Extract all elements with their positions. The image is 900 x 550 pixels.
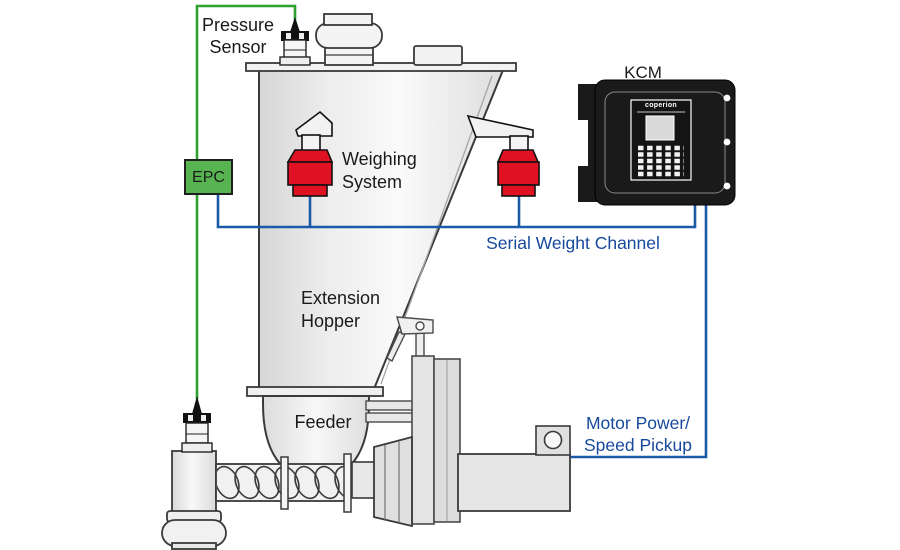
motor-power-label-line2: Speed Pickup bbox=[584, 435, 692, 455]
epc-label: EPC bbox=[192, 169, 225, 186]
pressure-sensor-label-line1: Pressure bbox=[201, 15, 275, 35]
drive-column-rod bbox=[415, 332, 425, 359]
weighing-system-label: Weighing System bbox=[342, 148, 417, 194]
kcm-screw bbox=[723, 138, 731, 146]
discharge-tube bbox=[161, 450, 227, 550]
motor-power-wire bbox=[566, 203, 708, 459]
discharge-bellows bbox=[161, 519, 227, 547]
kcm-brand-logo: coperion bbox=[645, 102, 677, 109]
kcm-screw bbox=[723, 94, 731, 102]
extension-hopper-label-line1: Extension bbox=[301, 288, 381, 308]
serial-weight-channel-label: Serial Weight Channel bbox=[486, 233, 660, 253]
kcm-keypad bbox=[638, 145, 684, 177]
hopper-body bbox=[258, 69, 505, 390]
bowl-cross-bars bbox=[365, 400, 415, 423]
motor-power-label: Motor Power/ Speed Pickup bbox=[567, 412, 709, 456]
kcm-controller bbox=[578, 79, 736, 206]
vent-bellows bbox=[315, 13, 383, 66]
screw-tube-flanges bbox=[280, 453, 352, 513]
extension-hopper-label-line2: Hopper bbox=[301, 311, 361, 331]
pressure-sensor-label: Pressure Sensor bbox=[186, 14, 290, 58]
motor-power-label-line1: Motor Power/ bbox=[585, 413, 691, 433]
serial-weight-bus-wire bbox=[216, 192, 697, 229]
gearbox-cone bbox=[373, 435, 413, 528]
pressure-sensor-label-line2: Sensor bbox=[209, 37, 267, 57]
speed-pickup-icon bbox=[543, 430, 563, 450]
weighing-system-label-line1: Weighing bbox=[342, 149, 417, 169]
inlet-box bbox=[413, 45, 463, 66]
extension-hopper-label: Extension Hopper bbox=[301, 287, 380, 333]
drive-column bbox=[411, 355, 461, 525]
load-cell-left-icon bbox=[286, 110, 334, 197]
stay-bracket bbox=[386, 316, 434, 362]
load-cell-right-icon bbox=[466, 114, 540, 197]
hopper-lid bbox=[245, 62, 517, 72]
epc-box bbox=[184, 159, 233, 195]
pressure-sensor-bottom-icon bbox=[181, 396, 213, 453]
motor-body bbox=[457, 453, 571, 512]
motor-junction-box bbox=[535, 425, 571, 456]
hopper-flange bbox=[246, 386, 384, 397]
weighing-system-label-line2: System bbox=[342, 172, 403, 192]
pressure-sensor-top-icon bbox=[279, 17, 311, 66]
feeder-label: Feeder bbox=[294, 412, 352, 432]
kcm-display bbox=[645, 115, 675, 141]
kcm-screw bbox=[723, 182, 731, 190]
kcm-mount-bracket bbox=[578, 84, 597, 202]
kcm-label: KCM bbox=[624, 63, 662, 82]
